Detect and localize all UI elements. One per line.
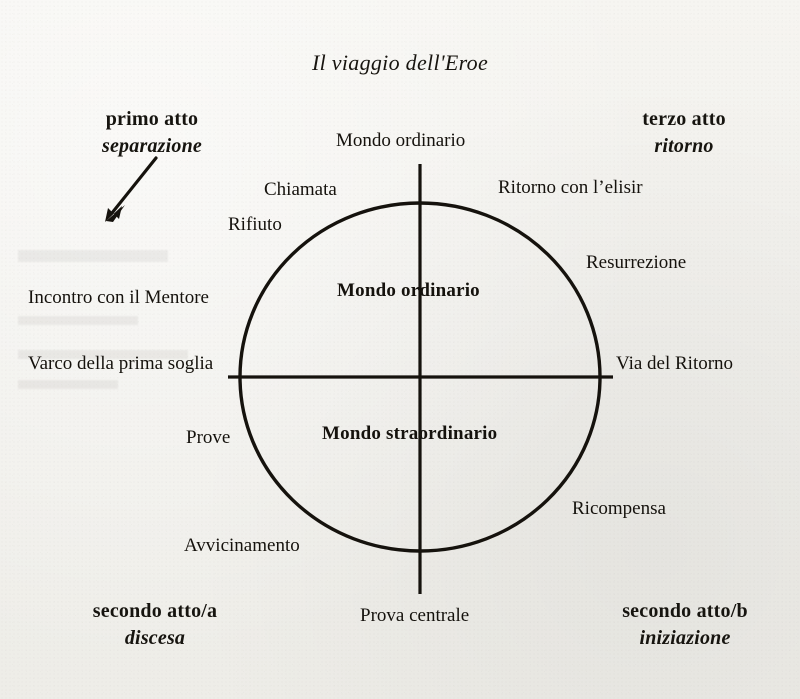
- stage-label-ricompensa: Ricompensa: [572, 498, 666, 519]
- stage-label-prova-centrale: Prova centrale: [360, 605, 470, 626]
- act-second-a-subtitle: discesa: [124, 627, 186, 649]
- act-label-second-a: secondo atto/a discesa: [30, 600, 280, 650]
- inner-label-mondo-straordinario: Mondo straordinario: [322, 423, 498, 444]
- stage-label-via-del-ritorno: Via del Ritorno: [616, 353, 734, 374]
- act-third-title: terzo atto: [642, 108, 726, 130]
- act-second-b-subtitle: iniziazione: [639, 627, 731, 649]
- act-label-first: primo atto separazione: [42, 108, 262, 158]
- stage-label-rifiuto: Rifiuto: [228, 214, 282, 235]
- act-second-a-title: secondo atto/a: [92, 600, 218, 622]
- page-title: Il viaggio dell'Eroe: [311, 50, 489, 75]
- stage-label-avvicinamento: Avvicinamento: [184, 535, 300, 556]
- stage-label-prove: Prove: [186, 427, 231, 448]
- stage-label-chiamata: Chiamata: [264, 179, 337, 200]
- act-first-subtitle: separazione: [102, 135, 202, 157]
- act-third-subtitle: ritorno: [654, 135, 714, 157]
- separation-arrow-icon: [105, 156, 158, 222]
- act-label-third: terzo atto ritorno: [574, 108, 794, 158]
- stage-label-ritorno-con-lelisir: Ritorno con l’elisir: [498, 177, 643, 198]
- journey-circle: [238, 201, 602, 553]
- stage-label-resurrezione: Resurrezione: [586, 252, 687, 273]
- inner-label-mondo-ordinario: Mondo ordinario: [337, 280, 480, 301]
- stage-label-varco-della-prima-soglia: Varco della prima soglia: [28, 353, 214, 374]
- act-label-second-b: secondo atto/b iniziazione: [560, 600, 800, 650]
- stage-label-mondo-ordinario: Mondo ordinario: [336, 130, 466, 151]
- act-second-b-title: secondo atto/b: [622, 600, 748, 622]
- act-first-title: primo atto: [105, 108, 199, 130]
- stage-label-incontro-con-il-mentore: Incontro con il Mentore: [28, 287, 209, 308]
